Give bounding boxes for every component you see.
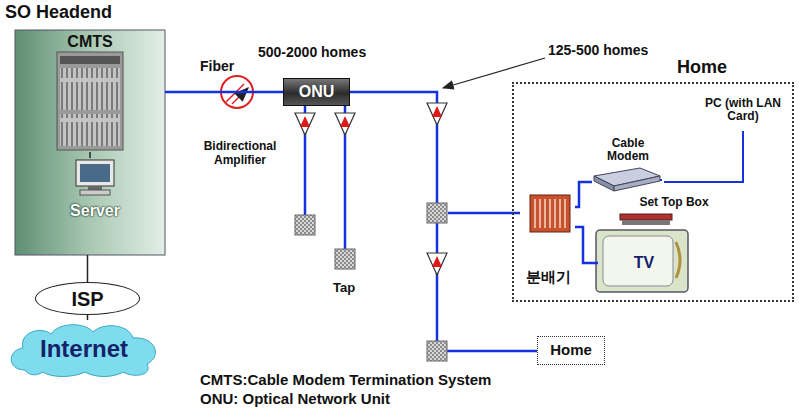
- set-top-box-node: Set Top Box: [618, 194, 730, 216]
- node-label: TV: [634, 254, 654, 272]
- amplifier-symbol: [295, 103, 447, 275]
- cable-modem-node: Cable Modem: [592, 135, 664, 194]
- node-label: Cable Modem: [594, 137, 662, 163]
- node-label: Home: [677, 58, 727, 78]
- node-label: ONU: [299, 83, 335, 101]
- node-label: PC (with LAN Card): [692, 97, 794, 123]
- annotation-label: CMTS:Cable Modem Termination System: [200, 371, 491, 388]
- annotation-label: 500-2000 homes: [258, 44, 366, 60]
- cable-connector: [664, 131, 743, 182]
- node-label: SO Headend: [5, 3, 112, 23]
- annotation-label: 125-500 homes: [548, 42, 648, 58]
- node-label: 분배기: [526, 269, 571, 286]
- server-monitor: [76, 160, 114, 195]
- home-panel: HomeCable ModemPC (with LAN Card)분배기Set …: [512, 82, 794, 302]
- cable-connector: [575, 182, 592, 207]
- node-label: Set Top Box: [639, 196, 708, 209]
- splitter-node: 분배기: [522, 192, 575, 287]
- node-label: ISP: [71, 288, 103, 310]
- tv-node: TV: [598, 232, 690, 294]
- headend-panel: [15, 30, 165, 255]
- annotation-label: Bidirectional Amplifier: [192, 140, 288, 168]
- coax-trunk: [305, 92, 537, 351]
- cable-connector: [165, 91, 283, 94]
- onu-box: ONU: [283, 78, 350, 106]
- node-label: Home: [550, 342, 592, 359]
- cable-modem-icon: [594, 168, 660, 191]
- node-label: Server: [70, 202, 120, 220]
- headend-panel: SO HeadendCMTSServer: [15, 30, 165, 255]
- pc-node: PC (with LAN Card): [690, 95, 796, 131]
- cable-connector: [89, 152, 91, 158]
- tap-symbol: [295, 203, 447, 361]
- cable-connector: [87, 315, 89, 320]
- cable-connector: [575, 227, 598, 263]
- annotation-label: Fiber: [200, 58, 234, 74]
- splitter-icon: [530, 195, 570, 232]
- pc-cable: [660, 179, 662, 181]
- cmts-rack: [57, 52, 123, 150]
- server-node: Server: [66, 158, 124, 222]
- node-label: Internet: [40, 336, 128, 362]
- set-top-box-icon: [620, 214, 672, 225]
- home-box: Home: [537, 336, 605, 365]
- annotation-label: ONU: Optical Network Unit: [200, 390, 390, 407]
- cmts-node: CMTS: [50, 31, 130, 152]
- internet-cloud: Internet: [5, 320, 163, 378]
- tv-icon: [596, 230, 688, 292]
- node-label: CMTS: [67, 33, 112, 51]
- cable-connector: [87, 255, 89, 282]
- annotation-label: Tap: [333, 281, 355, 296]
- isp-ellipse: ISP: [35, 282, 140, 315]
